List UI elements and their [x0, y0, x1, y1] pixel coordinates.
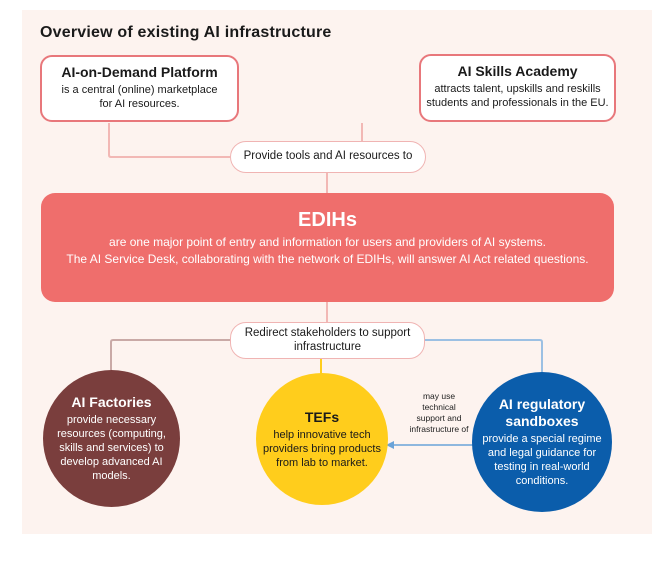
ai-on-demand-line-2: for AI resources. [99, 98, 180, 110]
may-use-line-1: may use [422, 391, 456, 401]
ai-on-demand-line-1: is a central (online) marketplace [61, 84, 218, 96]
sandboxes-line-2: and legal guidance for [487, 447, 597, 459]
sandboxes-line-1: provide a special regime [482, 433, 602, 445]
ai-regulatory-sandboxes-circle: AI regulatory sandboxes provide a specia… [472, 372, 612, 512]
redirect-line-2: infrastructure [293, 341, 362, 353]
ai-factories-line-5: models. [92, 470, 131, 482]
ai-factories-line-1: provide necessary [66, 414, 157, 426]
provide-tools-pill: Provide tools and AI resources to [230, 141, 426, 173]
may-use-line-2: technical [422, 402, 456, 412]
redirect-stakeholders-pill: Redirect stakeholders to support infrast… [230, 322, 425, 359]
tefs-circle: TEFs help innovative tech providers brin… [256, 373, 388, 505]
ai-skills-line-1: attracts talent, upskills and reskills [434, 83, 601, 95]
connector-ai-on-demand [108, 123, 230, 158]
tefs-line-1: help innovative tech [273, 428, 371, 441]
edihs-line-2: The AI Service Desk, collaborating with … [66, 252, 589, 266]
ai-factories-line-3: skills and services) to [59, 442, 164, 454]
may-use-line-4: infrastructure of [409, 424, 469, 434]
page-title: Overview of existing AI infrastructure [40, 24, 332, 41]
tefs-heading: TEFs [304, 408, 340, 425]
arrow-head-icon [386, 441, 394, 449]
redirect-line-1: Redirect stakeholders to support [244, 327, 411, 339]
ai-factories-circle: AI Factories provide necessary resources… [43, 370, 180, 507]
ai-factories-line-4: develop advanced AI [60, 456, 163, 468]
tefs-line-3: from lab to market. [276, 456, 368, 469]
edihs-heading: EDIHs [298, 209, 357, 231]
provide-tools-label: Provide tools and AI resources to [243, 150, 413, 162]
sandboxes-heading-line-2: sandboxes [505, 413, 579, 429]
ai-on-demand-platform-box: AI-on-Demand Platform is a central (onli… [40, 55, 239, 122]
ai-factories-heading: AI Factories [71, 394, 152, 410]
sandboxes-line-4: conditions. [515, 475, 569, 487]
may-use-line-3: support and [416, 413, 462, 423]
tefs-line-2: providers bring products [262, 442, 381, 455]
ai-factories-line-2: resources (computing, [57, 428, 166, 440]
edihs-line-1: are one major point of entry and informa… [109, 235, 546, 249]
sandboxes-heading-line-1: AI regulatory [498, 396, 586, 412]
ai-skills-academy-box: AI Skills Academy attracts talent, upski… [419, 54, 616, 122]
connector-redirect-to-factories [110, 339, 231, 370]
edihs-box: EDIHs are one major point of entry and i… [41, 193, 614, 302]
sandboxes-line-3: testing in real-world [494, 461, 590, 473]
connector-redirect-to-sandboxes [424, 339, 543, 372]
may-use-note: may use technical support and infrastruc… [404, 391, 474, 435]
ai-skills-heading: AI Skills Academy [457, 63, 578, 79]
ai-on-demand-heading: AI-on-Demand Platform [61, 64, 218, 80]
ai-skills-line-2: students and professionals in the EU. [426, 97, 609, 109]
